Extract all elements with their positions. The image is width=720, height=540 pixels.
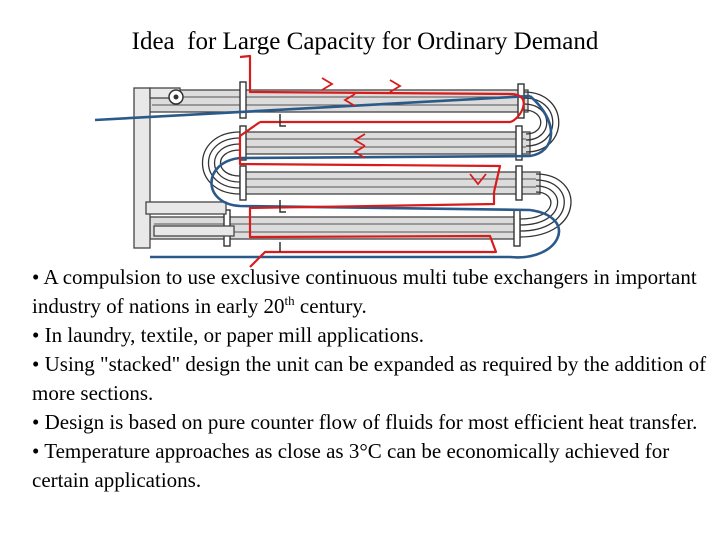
arrow-right-icon xyxy=(389,79,402,93)
flange xyxy=(239,165,247,201)
flange xyxy=(513,209,521,247)
stacked-heat-exchanger-diagram xyxy=(94,54,572,268)
cold-flow-path xyxy=(94,94,561,259)
left-header-piping xyxy=(133,87,235,249)
arrow-down-icon xyxy=(469,173,487,186)
flange xyxy=(515,165,523,201)
arrow-right-icon xyxy=(321,77,334,91)
bullet-item: • In laundry, textile, or paper mill app… xyxy=(32,323,425,347)
arrow-left-icon xyxy=(343,93,356,107)
u-bend-returns-left xyxy=(202,131,241,195)
shell-upper-middle xyxy=(239,131,531,155)
flange xyxy=(239,81,247,119)
bullet-item: • Using "stacked" design the unit can be… xyxy=(32,352,707,405)
flange xyxy=(515,125,523,161)
hot-flow-path xyxy=(238,54,525,268)
bullet-item: • Design is based on pure counter flow o… xyxy=(32,410,698,434)
flow-arrows xyxy=(321,77,487,186)
arrow-left-icon xyxy=(353,145,366,159)
support-brackets xyxy=(279,114,286,252)
slide-title: Idea for Large Capacity for Ordinary Dem… xyxy=(131,28,599,55)
arrow-left-icon xyxy=(353,133,366,147)
bullet-list: • A compulsion to use exclusive continuo… xyxy=(32,263,712,495)
bullet-item: • Temperature approaches as close as 3°C… xyxy=(32,439,670,492)
bullet-item: • A compulsion to use exclusive continuo… xyxy=(32,265,697,318)
